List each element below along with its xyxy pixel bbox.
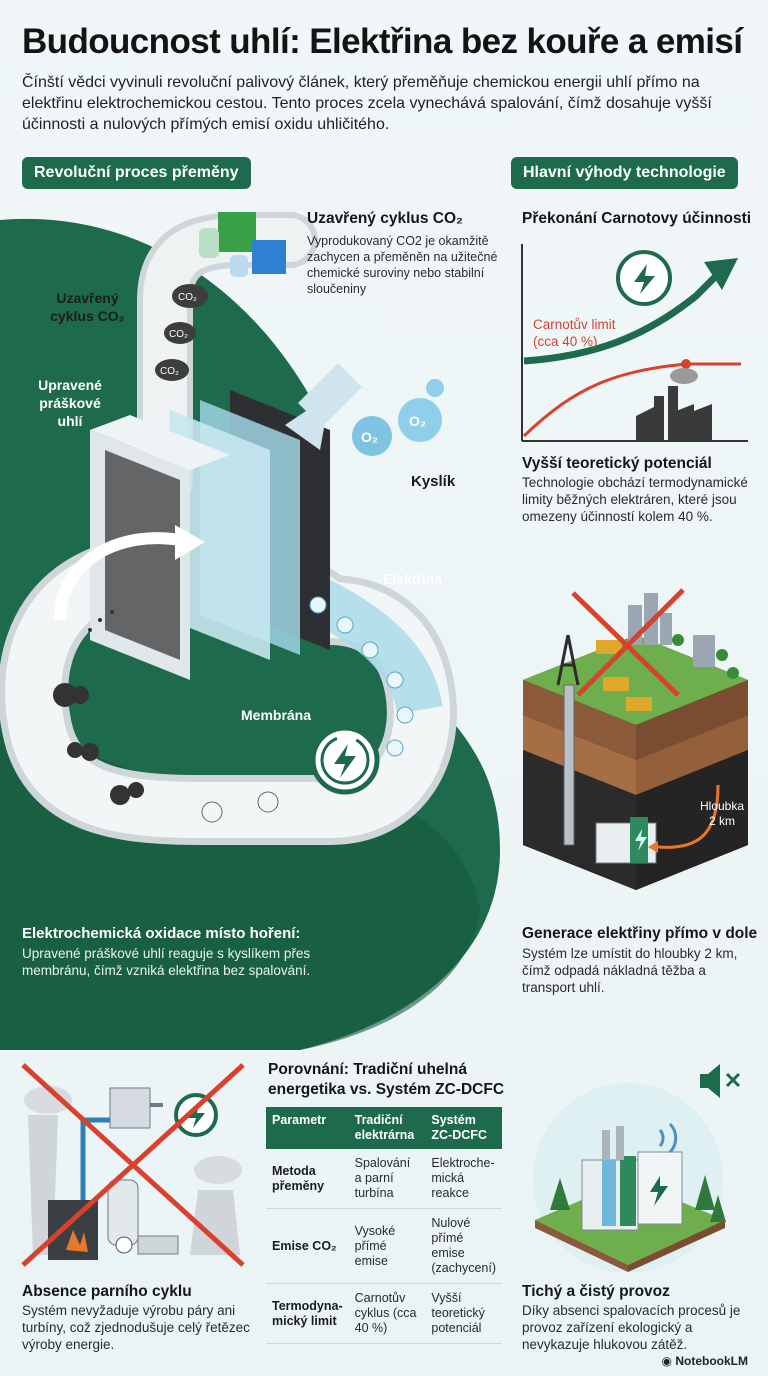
factory-icon	[636, 368, 712, 440]
city-buildings	[628, 593, 715, 667]
carnot-title: Překonání Carnotovy účinnosti	[522, 210, 752, 227]
fuel-cell-building	[581, 1126, 683, 1231]
table-header: Tradiční elektrárna	[348, 1107, 426, 1149]
table-cell: Vysoké přímé emise	[348, 1208, 426, 1284]
steam-plant-illustration	[21, 1063, 245, 1267]
cycle-label: Uzavřený cyklus CO₂	[50, 290, 125, 324]
lightning-icon	[174, 1093, 218, 1137]
quiet-title: Tichý a čistý provoz	[522, 1283, 670, 1300]
drill-rig-icon	[556, 634, 580, 686]
table-cell: Metoda přeměny	[266, 1149, 349, 1209]
table-cell: Carnotův cyklus (cca 40 %)	[348, 1283, 426, 1344]
table-cell: Spalování a parní turbína	[348, 1149, 426, 1209]
page-title: Budoucnost uhlí: Elektřina bez kouře a e…	[22, 22, 743, 61]
trees	[672, 634, 739, 679]
svg-text:CO₂: CO₂	[169, 329, 188, 340]
ground-surface	[523, 635, 748, 725]
table-header: Parametr	[266, 1107, 349, 1149]
oxygen-label: Kyslík	[411, 473, 456, 490]
table-cell: Vyšší teoretický potenciál	[425, 1283, 502, 1344]
oxidation-text: Upravené práškové uhlí reaguje s kyslíke…	[22, 946, 311, 978]
cooling-tower-2	[190, 1190, 240, 1255]
svg-text:CO₂: CO₂	[178, 292, 197, 303]
table-cell: Nulové přímé emise (zachycení)	[425, 1208, 502, 1284]
o2-glyph-1: O₂	[361, 429, 378, 445]
membrane-label: Membrána	[241, 707, 312, 723]
potential-text: Technologie obchází termodynamické limit…	[522, 475, 748, 524]
fuel-cell-block	[90, 390, 330, 680]
co2-markers	[201, 791, 279, 823]
lightning-icon	[616, 250, 672, 306]
mine-illustration	[523, 588, 748, 890]
oxidation-title: Elektrochemická oxidace místo hoření:	[22, 925, 301, 942]
mine-title: Generace elektřiny přímo v dole	[522, 925, 758, 942]
table-row: Metoda přeměny Spalování a parní turbína…	[266, 1149, 502, 1209]
carnot-chart	[521, 244, 748, 442]
svg-text:CO₂: CO₂	[160, 366, 179, 377]
coal-label: Upravené práškové uhlí	[38, 377, 102, 429]
carnot-curve	[522, 362, 741, 438]
trucks	[596, 640, 652, 711]
borehole	[563, 684, 575, 846]
oxygen-bubbles	[352, 379, 444, 456]
trees	[550, 1175, 726, 1222]
table-row: Emise CO₂ Vysoké přímé emise Nulové přím…	[266, 1208, 502, 1284]
quiet-facility-illustration	[533, 1064, 741, 1272]
quiet-text: Díky absenci spalovacích procesů je prov…	[522, 1303, 741, 1352]
mute-cross-icon	[725, 1072, 741, 1088]
co2-clouds	[155, 284, 208, 381]
comparison-table: Parametr Tradiční elektrárna Systém ZC-D…	[266, 1107, 502, 1344]
electron-markers	[309, 596, 414, 757]
muted-speaker-icon	[700, 1064, 720, 1098]
underground-fuel-cell	[595, 817, 657, 864]
mine-text: Systém lze umístit do hloubky 2 km, čímž…	[522, 946, 738, 995]
benefits-pill: Hlavní výhody technologie	[511, 157, 738, 189]
steam-title: Absence parního cyklu	[22, 1283, 192, 1300]
table-cell: Termodyna-mický limit	[266, 1283, 349, 1344]
intro-paragraph: Čínští vědci vyvinuli revoluční palivový…	[22, 74, 712, 133]
coal-inflow-arrow	[54, 532, 181, 621]
table-cell: Elektroche-mická reakce	[425, 1149, 502, 1209]
depth-label: Hloubka 2 km	[699, 799, 745, 828]
lightning-icon	[310, 725, 380, 795]
process-illustration: O₂ O₂ CO₂ CO₂ CO₂	[0, 212, 500, 1050]
efficiency-arrow	[523, 273, 719, 365]
closed-cycle-title: Uzavřený cyklus CO₂	[307, 210, 463, 227]
notebooklm-logo-icon: ◉ NotebookLM	[661, 1354, 748, 1368]
table-row: Termodyna-mický limit Carnotův cyklus (c…	[266, 1283, 502, 1344]
brand-label: NotebookLM	[675, 1354, 748, 1368]
table-header: Systém ZC-DCFC	[425, 1107, 502, 1149]
depth-pointer	[657, 784, 720, 849]
electricity-label: Elektřina	[383, 571, 443, 587]
carnot-limit-label: Carnotův limit (cca 40 %)	[533, 317, 616, 349]
chemical-products-icon	[199, 212, 286, 277]
potential-title: Vyšší teoretický potenciál	[522, 455, 712, 472]
turbine	[109, 1087, 151, 1129]
table-cell: Emise CO₂	[266, 1208, 349, 1284]
coal-particles	[53, 610, 144, 805]
cross-icon	[21, 1063, 245, 1267]
closed-cycle-text: Vyprodukovaný CO2 je okamžitě zachycen a…	[307, 234, 498, 296]
process-pill: Revoluční proces přeměny	[22, 157, 251, 189]
steam-text: Systém nevyžaduje výrobu páry ani turbín…	[22, 1303, 250, 1352]
table-title: Porovnání: Tradiční uhelná energetika vs…	[268, 1061, 505, 1098]
cross-icon	[571, 588, 685, 697]
o2-glyph-2: O₂	[409, 413, 426, 429]
